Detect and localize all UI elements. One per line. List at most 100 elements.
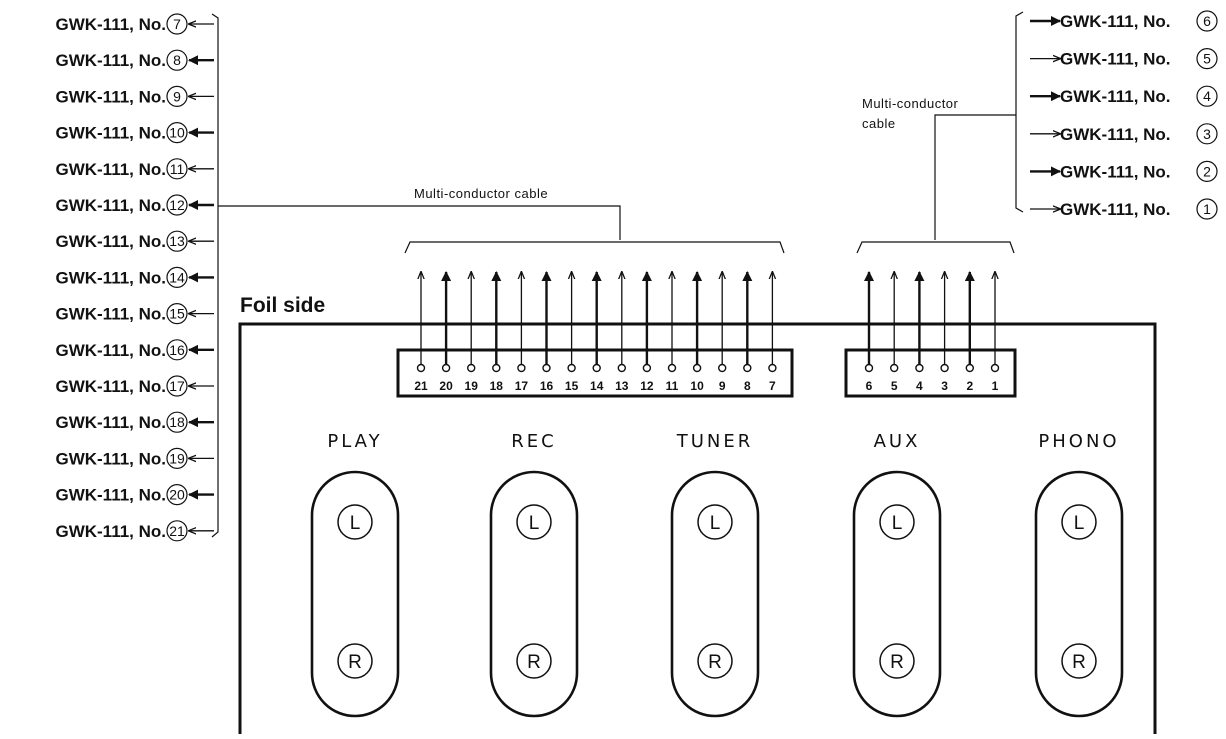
right-bracket (1015, 11, 1024, 213)
left-label-9: GWK-111, No. (55, 87, 166, 106)
right-cable-line (934, 114, 1016, 240)
terminal-pin-11 (667, 363, 677, 373)
right-label-3: GWK-111, No. (1060, 125, 1171, 144)
left-label-number-17-ring (166, 375, 188, 397)
left-label-number-21-text: 21 (169, 523, 185, 539)
left-label-10: GWK-111, No. (55, 124, 166, 143)
terminal-number-1: 1 (992, 379, 999, 393)
cable-caption-right-line2: cable (862, 116, 896, 131)
terminal-pin-20 (441, 363, 451, 373)
terminal-pin-3 (940, 363, 949, 373)
jack-outline-tuner (670, 470, 760, 718)
left-label-21: GWK-111, No. (55, 522, 166, 541)
left-label-number-15-text: 15 (169, 306, 185, 322)
left-label-number-13-ring (166, 230, 188, 252)
left-label-number-21-ring (166, 520, 188, 542)
jack-aux-right: R (879, 643, 915, 679)
board-title: Foil side (240, 294, 325, 317)
terminal-number-8: 8 (744, 379, 751, 393)
terminal-pin-17 (517, 363, 526, 373)
jack-play-right-ring (337, 643, 373, 679)
right-label-number-1: 1 (1196, 198, 1218, 220)
left-label-number-8-ring (166, 49, 188, 71)
left-label-number-15-ring (166, 303, 188, 325)
jack-phono-right-label: R (1072, 652, 1086, 673)
left-label-number-20-text: 20 (169, 487, 185, 503)
terminal-pin-19 (467, 363, 476, 373)
left-label-number-11-ring (166, 158, 188, 180)
right-label-number-3-ring (1196, 123, 1218, 145)
terminal-number-2: 2 (966, 379, 973, 393)
terminal-pin-1 (990, 363, 1000, 373)
terminal-pin-9 (718, 363, 727, 373)
jack-rec-left: L (516, 504, 552, 540)
right-label-number-5-text: 5 (1203, 51, 1211, 67)
jack-aux-left-label: L (892, 513, 903, 534)
left-label-number-16-ring (166, 339, 188, 361)
jack-rec-left-label: L (529, 513, 540, 534)
left-label-20: GWK-111, No. (55, 486, 166, 505)
terminal-number-17: 17 (515, 379, 529, 393)
right-label-number-3: 3 (1196, 123, 1218, 145)
left-label-number-8: 8 (166, 49, 188, 71)
left-terminal-bracket (404, 241, 785, 254)
jack-play-right-label: R (348, 652, 362, 673)
right-label-2: GWK-111, No. (1060, 162, 1171, 181)
left-label-number-19: 19 (166, 447, 188, 469)
terminal-block-right (844, 348, 1017, 398)
right-label-number-3-text: 3 (1203, 126, 1211, 142)
left-label-number-19-text: 19 (169, 450, 185, 466)
terminal-pin-14 (592, 363, 601, 373)
left-label-7: GWK-111, No. (55, 15, 166, 34)
left-label-13: GWK-111, No. (55, 232, 166, 251)
jack-title-phono: PHONO (1038, 431, 1119, 452)
terminal-number-19: 19 (465, 379, 479, 393)
jack-aux-right-ring (879, 643, 915, 679)
terminal-pin-12 (642, 363, 652, 373)
jack-phono-left: L (1061, 504, 1097, 540)
jack-aux-left-ring (879, 504, 915, 540)
jack-rec-right-label: R (527, 652, 541, 673)
right-label-number-5: 5 (1196, 47, 1218, 70)
terminal-pin-6 (864, 363, 874, 373)
left-label-number-17: 17 (166, 375, 188, 397)
jack-play-left: L (337, 504, 373, 540)
left-label-number-18-text: 18 (169, 414, 185, 430)
left-label-number-12-text: 12 (169, 197, 185, 213)
terminal-number-13: 13 (615, 379, 629, 393)
left-label-15: GWK-111, No. (55, 305, 166, 324)
terminal-pin-8 (743, 363, 752, 373)
right-label-number-6-text: 6 (1203, 13, 1211, 29)
left-label-number-13-text: 13 (169, 233, 185, 249)
terminal-pin-16 (542, 363, 551, 373)
right-label-number-5-ring (1196, 47, 1218, 70)
terminal-number-3: 3 (941, 379, 948, 393)
terminal-number-5: 5 (891, 379, 898, 393)
left-label-number-21: 21 (166, 520, 188, 542)
terminal-pin-5 (890, 363, 899, 373)
jack-rec-left-ring (516, 504, 552, 540)
left-label-number-9-text: 9 (173, 88, 181, 104)
terminal-number-15: 15 (565, 379, 579, 393)
left-label-number-10-ring (166, 122, 188, 144)
left-label-18: GWK-111, No. (55, 413, 166, 432)
jack-title-rec: REC (511, 431, 556, 452)
jack-tuner-right-ring (697, 643, 733, 679)
right-label-number-2-text: 2 (1203, 163, 1211, 179)
jack-phono-right-ring (1061, 643, 1097, 679)
right-label-number-1-text: 1 (1203, 201, 1211, 217)
right-terminal-bracket (856, 241, 1015, 254)
jack-aux-left: L (879, 504, 915, 540)
jack-rec-right: R (516, 643, 552, 679)
left-label-number-19-ring (166, 447, 188, 469)
terminal-pin-10 (692, 363, 702, 373)
terminal-pin-21 (416, 363, 426, 373)
left-label-number-9-ring (166, 85, 188, 108)
jack-phono-left-ring (1061, 504, 1097, 540)
left-label-number-17-text: 17 (169, 378, 185, 394)
terminal-number-20: 20 (439, 379, 453, 393)
terminal-pin-18 (492, 363, 501, 373)
left-label-number-7-ring (166, 13, 188, 35)
cable-caption-right-line1: Multi-conductor (862, 96, 959, 111)
jack-title-aux: AUX (874, 431, 921, 452)
